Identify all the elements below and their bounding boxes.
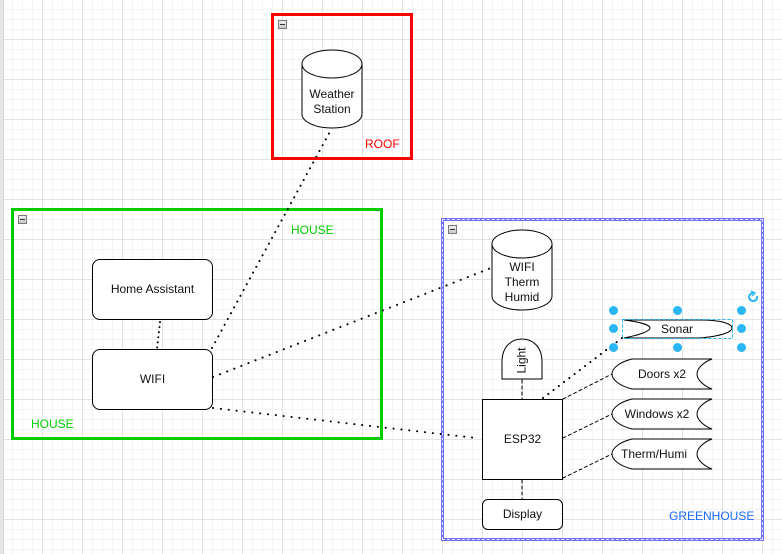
display-label: Display bbox=[502, 507, 543, 521]
edge-esp32-doors[interactable] bbox=[562, 373, 613, 400]
wifi-node[interactable]: WIFI bbox=[92, 349, 213, 410]
windows-label: Windows x2 bbox=[624, 406, 690, 421]
edge-home-assistant-wifi[interactable] bbox=[156, 321, 161, 350]
weather-station-label: Weather Station bbox=[302, 86, 362, 118]
resize-handle-ne[interactable] bbox=[737, 306, 746, 315]
wifi-therm-humid-label: WIFI Therm Humid bbox=[492, 259, 552, 305]
light-label-wrap: Light bbox=[502, 345, 542, 375]
wifi-therm-humid-line2: Therm bbox=[504, 274, 540, 289]
light-shape[interactable] bbox=[501, 338, 543, 380]
resize-handle-sw[interactable] bbox=[609, 343, 618, 352]
collapse-icon[interactable] bbox=[18, 215, 27, 224]
house-label-top: HOUSE bbox=[291, 223, 334, 237]
edge-wifi-esp32[interactable] bbox=[212, 407, 477, 439]
resize-handle-se[interactable] bbox=[737, 343, 746, 352]
weather-station-line2: Station bbox=[313, 102, 351, 116]
resize-handle-s[interactable] bbox=[673, 343, 682, 352]
edge-esp32-windows[interactable] bbox=[562, 413, 613, 439]
house-container[interactable]: HOUSE HOUSE bbox=[11, 208, 383, 440]
wifi-label: WIFI bbox=[139, 372, 166, 386]
esp32-node[interactable]: ESP32 bbox=[482, 399, 563, 480]
resize-handle-w[interactable] bbox=[609, 324, 618, 333]
windows-shape[interactable] bbox=[611, 398, 713, 430]
wifi-therm-humid-line3: Humid bbox=[504, 289, 540, 304]
edge-wifi-weather-station[interactable] bbox=[211, 127, 333, 349]
rotate-icon[interactable] bbox=[748, 290, 759, 302]
collapse-icon[interactable] bbox=[278, 20, 287, 29]
sonar-label-wrap: Sonar bbox=[640, 320, 714, 338]
therm-humi-label-wrap: Therm/Humi bbox=[614, 439, 694, 469]
esp32-label: ESP32 bbox=[503, 432, 542, 446]
edge-wifi-therm-humid[interactable] bbox=[212, 267, 492, 378]
weather-station-cylinder[interactable] bbox=[301, 49, 363, 129]
resize-handle-nw[interactable] bbox=[609, 306, 618, 315]
windows-label-wrap: Windows x2 bbox=[614, 399, 700, 429]
wifi-therm-humid-line1: WIFI bbox=[509, 259, 535, 274]
resize-handle-e[interactable] bbox=[737, 324, 746, 333]
greenhouse-label: GREENHOUSE bbox=[669, 509, 755, 523]
roof-container[interactable]: ROOF bbox=[271, 13, 413, 160]
therm-humi-shape[interactable] bbox=[611, 438, 713, 470]
doors-label: Doors x2 bbox=[637, 366, 687, 381]
therm-humi-label: Therm/Humi bbox=[620, 446, 687, 461]
home-assistant-label: Home Assistant bbox=[110, 282, 195, 296]
light-label: Light bbox=[514, 346, 529, 374]
display-node[interactable]: Display bbox=[482, 499, 563, 530]
resize-handle-n[interactable] bbox=[673, 306, 682, 315]
weather-station-line1: Weather bbox=[309, 87, 355, 101]
collapse-icon[interactable] bbox=[448, 225, 457, 234]
sonar-label: Sonar bbox=[660, 321, 694, 336]
house-label-bottom: HOUSE bbox=[31, 417, 74, 431]
home-assistant-node[interactable]: Home Assistant bbox=[92, 259, 213, 320]
edge-esp32-therm-humi[interactable] bbox=[562, 453, 613, 479]
doors-shape[interactable] bbox=[611, 358, 713, 390]
wifi-therm-humid-cylinder[interactable] bbox=[491, 229, 553, 311]
roof-label: ROOF bbox=[365, 137, 400, 151]
canvas-left-edge bbox=[0, 0, 4, 554]
selection-box bbox=[622, 319, 733, 339]
doors-label-wrap: Doors x2 bbox=[618, 359, 706, 389]
